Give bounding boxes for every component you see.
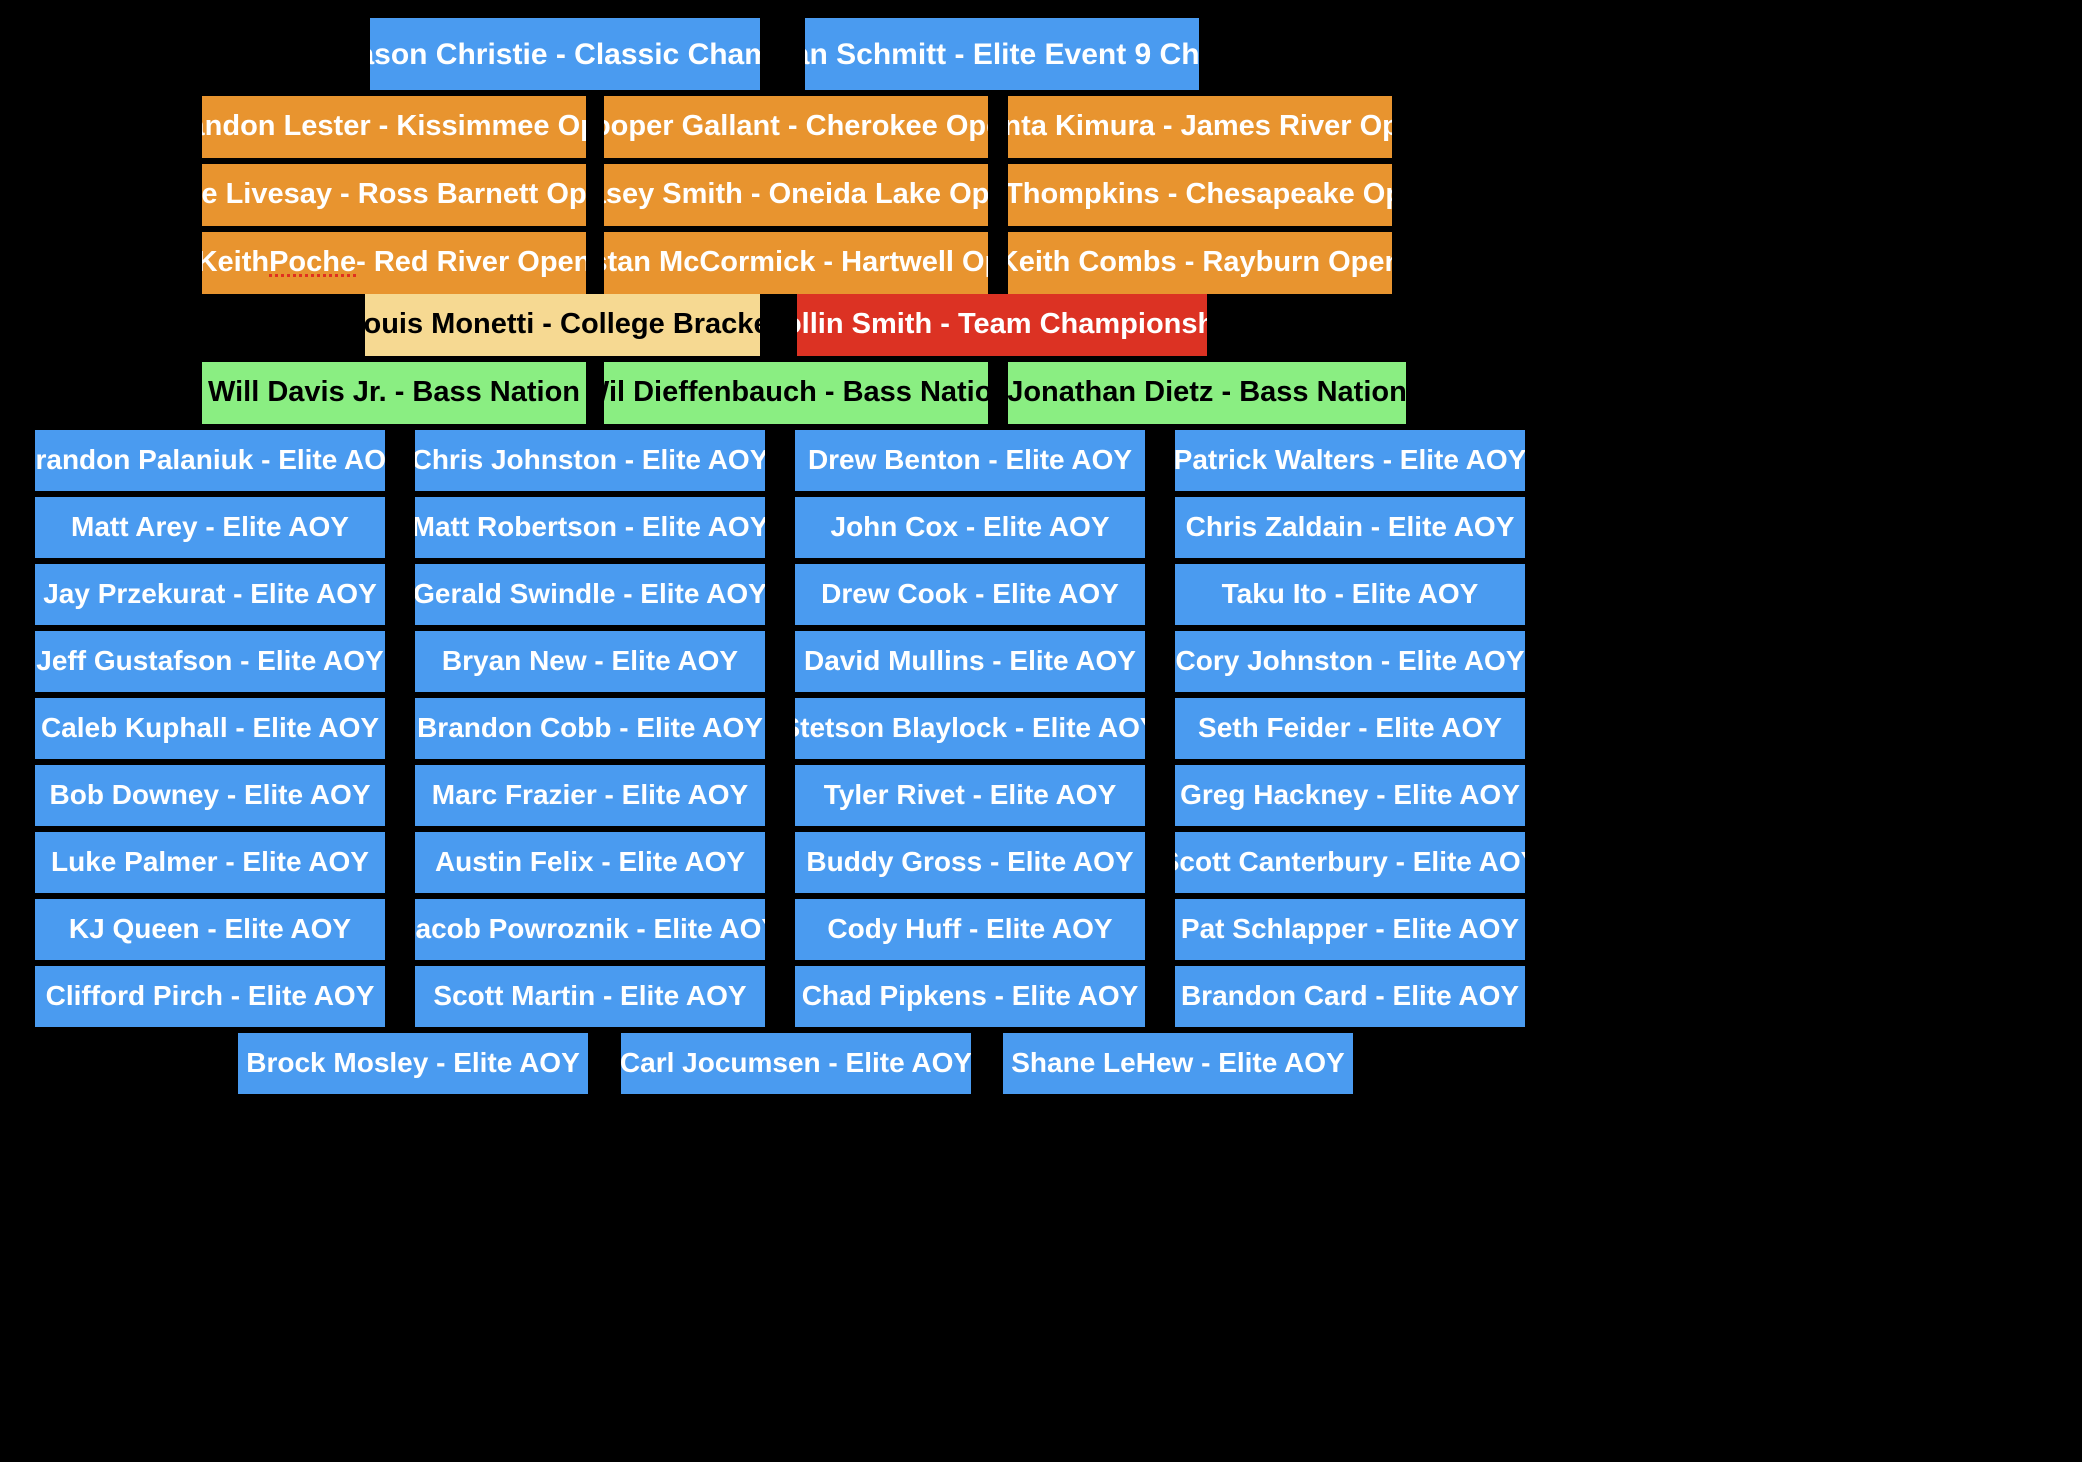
elite-aoy-card[interactable]: Austin Felix - Elite AOY [415, 832, 765, 893]
elite-aoy-card[interactable]: Taku Ito - Elite AOY [1175, 564, 1525, 625]
elite-aoy-card[interactable]: Jacob Powroznik - Elite AOY [415, 899, 765, 960]
champion-elite-event-9-card[interactable]: Bryan Schmitt - Elite Event 9 Champ [805, 18, 1199, 90]
special-row: Louis Monetti - College Bracket Collin S… [0, 294, 2082, 356]
opens-row-1: Brandon Lester - Kissimmee Open Cooper G… [0, 96, 2082, 158]
elite-aoy-card[interactable]: Bob Downey - Elite AOY [35, 765, 385, 826]
open-card-rayburn[interactable]: Keith Combs - Rayburn Open [1008, 232, 1392, 294]
elite-aoy-card[interactable]: Brock Mosley - Elite AOY [238, 1033, 588, 1094]
elite-aoy-card[interactable]: Marc Frazier - Elite AOY [415, 765, 765, 826]
elite-aoy-card[interactable]: Cory Johnston - Elite AOY [1175, 631, 1525, 692]
champion-classic-card[interactable]: Jason Christie - Classic Champ [370, 18, 760, 90]
open-card-ross-barnett[interactable]: Lee Livesay - Ross Barnett Open [202, 164, 586, 226]
elite-aoy-card[interactable]: Scott Canterbury - Elite AOY [1175, 832, 1525, 893]
elite-aoy-card[interactable]: KJ Queen - Elite AOY [35, 899, 385, 960]
opens-section: Brandon Lester - Kissimmee Open Cooper G… [0, 96, 2082, 300]
elite-aoy-card[interactable]: Shane LeHew - Elite AOY [1003, 1033, 1353, 1094]
elite-aoy-card[interactable]: Matt Arey - Elite AOY [35, 497, 385, 558]
elite-aoy-card[interactable]: Jay Przekurat - Elite AOY [35, 564, 385, 625]
opens-row-3: Keith Poche - Red River Open Tristan McC… [0, 232, 2082, 294]
elite-aoy-card[interactable]: Stetson Blaylock - Elite AOY [795, 698, 1145, 759]
elite-aoy-card[interactable]: John Cox - Elite AOY [795, 497, 1145, 558]
open-card-oneida-lake[interactable]: Casey Smith - Oneida Lake Open [604, 164, 988, 226]
elite-aoy-card[interactable]: Gerald Swindle - Elite AOY [415, 564, 765, 625]
elite-aoy-card[interactable]: Chad Pipkens - Elite AOY [795, 966, 1145, 1027]
spellcheck-underlined-word: Poche [269, 246, 357, 279]
open-card-red-river-prefix: Keith [202, 246, 270, 279]
elite-aoy-card[interactable]: Pat Schlapper - Elite AOY [1175, 899, 1525, 960]
elite-aoy-card[interactable]: Clifford Pirch - Elite AOY [35, 966, 385, 1027]
elite-aoy-card[interactable]: Brandon Palaniuk - Elite AOY [35, 430, 385, 491]
elite-aoy-card[interactable]: Cody Huff - Elite AOY [795, 899, 1145, 960]
open-card-hartwell[interactable]: Tristan McCormick - Hartwell Open [604, 232, 988, 294]
bass-nation-card-2[interactable]: Wil Dieffenbauch - Bass Nation [604, 362, 988, 424]
elite-aoy-tail-row: Brock Mosley - Elite AOY Carl Jocumsen - … [0, 1033, 2082, 1094]
open-card-red-river-suffix: - Red River Open [356, 246, 586, 279]
elite-aoy-card[interactable]: Greg Hackney - Elite AOY [1175, 765, 1525, 826]
opens-row-2: Lee Livesay - Ross Barnett Open Casey Sm… [0, 164, 2082, 226]
college-bracket-card[interactable]: Louis Monetti - College Bracket [365, 294, 760, 356]
elite-aoy-card[interactable]: Patrick Walters - Elite AOY [1175, 430, 1525, 491]
elite-aoy-card[interactable]: Caleb Kuphall - Elite AOY [35, 698, 385, 759]
elite-aoy-card[interactable]: Brandon Cobb - Elite AOY [415, 698, 765, 759]
elite-aoy-card[interactable]: Luke Palmer - Elite AOY [35, 832, 385, 893]
elite-aoy-card[interactable]: Scott Martin - Elite AOY [415, 966, 765, 1027]
elite-aoy-card[interactable]: Drew Cook - Elite AOY [795, 564, 1145, 625]
champions-row: Jason Christie - Classic Champ Bryan Sch… [0, 18, 2082, 90]
open-card-cherokee[interactable]: Cooper Gallant - Cherokee Open [604, 96, 988, 158]
elite-aoy-grid: Brandon Palaniuk - Elite AOY Chris Johnst… [35, 430, 2047, 1027]
elite-aoy-card[interactable]: Carl Jocumsen - Elite AOY [621, 1033, 971, 1094]
bass-nation-row: Will Davis Jr. - Bass Nation Wil Dieffen… [0, 362, 2082, 424]
elite-aoy-card[interactable]: Tyler Rivet - Elite AOY [795, 765, 1145, 826]
bass-nation-card-3[interactable]: Jonathan Dietz - Bass Nation [1008, 362, 1406, 424]
elite-aoy-card[interactable]: Drew Benton - Elite AOY [795, 430, 1145, 491]
elite-aoy-card[interactable]: Matt Robertson - Elite AOY [415, 497, 765, 558]
open-card-red-river[interactable]: Keith Poche - Red River Open [202, 232, 586, 294]
elite-aoy-card[interactable]: Jeff Gustafson - Elite AOY [35, 631, 385, 692]
elite-aoy-card[interactable]: Buddy Gross - Elite AOY [795, 832, 1145, 893]
open-card-james-river[interactable]: Kenta Kimura - James River Open [1008, 96, 1392, 158]
elite-aoy-card[interactable]: Chris Johnston - Elite AOY [415, 430, 765, 491]
elite-aoy-card[interactable]: Chris Zaldain - Elite AOY [1175, 497, 1525, 558]
open-card-chesapeake[interactable]: JT Thompkins - Chesapeake Open [1008, 164, 1392, 226]
bass-nation-card-1[interactable]: Will Davis Jr. - Bass Nation [202, 362, 586, 424]
elite-aoy-card[interactable]: David Mullins - Elite AOY [795, 631, 1145, 692]
elite-aoy-card[interactable]: Bryan New - Elite AOY [415, 631, 765, 692]
open-card-kissimmee[interactable]: Brandon Lester - Kissimmee Open [202, 96, 586, 158]
elite-aoy-card[interactable]: Brandon Card - Elite AOY [1175, 966, 1525, 1027]
team-championship-card[interactable]: Collin Smith - Team Championship [797, 294, 1207, 356]
elite-aoy-card[interactable]: Seth Feider - Elite AOY [1175, 698, 1525, 759]
